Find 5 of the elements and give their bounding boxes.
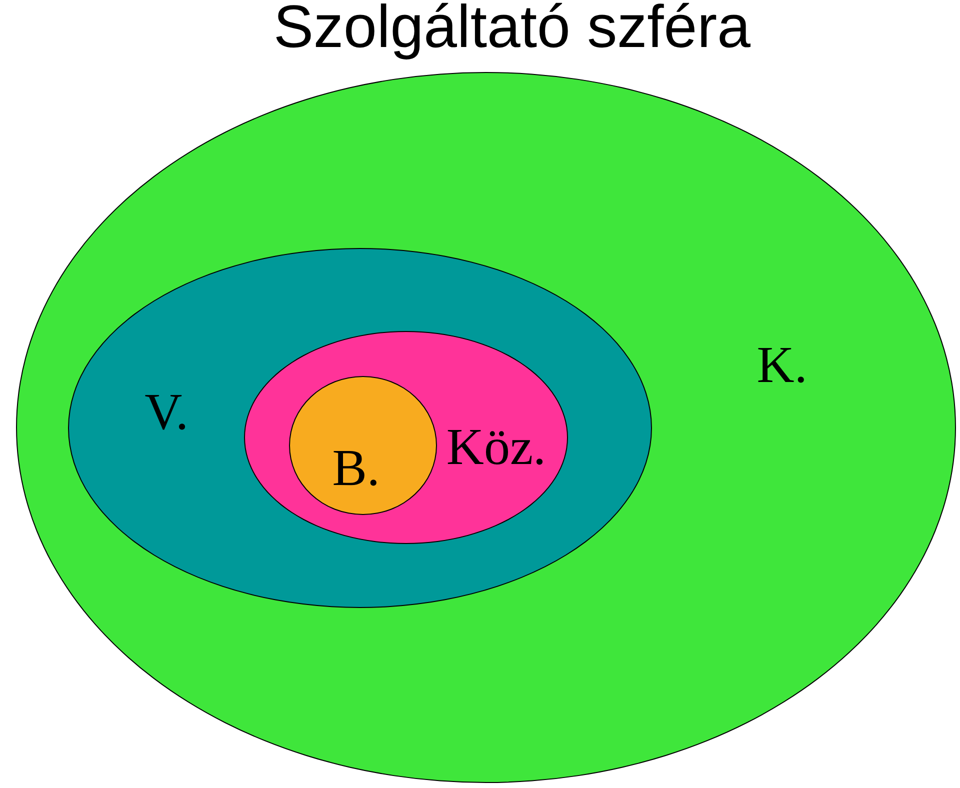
- region-label: Köz.: [446, 422, 546, 474]
- region-label: B.: [332, 443, 380, 496]
- region-label: K.: [756, 340, 808, 392]
- region-label: V.: [144, 386, 188, 439]
- title: Szolgáltató szféra: [272, 0, 752, 60]
